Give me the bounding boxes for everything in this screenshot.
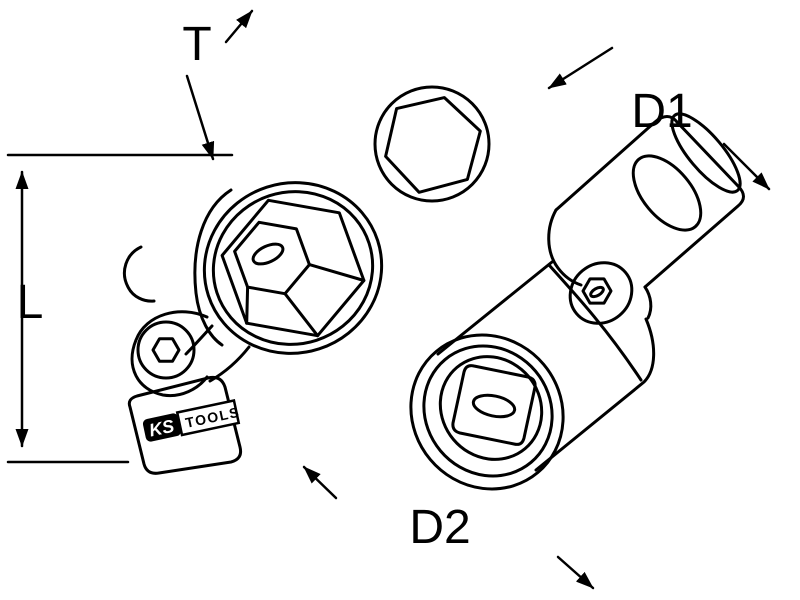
socket-face-chamfer: [422, 344, 554, 478]
dimension-lines: [6, 9, 771, 590]
pivot-hex-hole: [151, 337, 181, 363]
logo-tools-box: [175, 398, 241, 437]
socket-through-hole: [251, 242, 285, 266]
socket-outline-circle: [373, 85, 491, 203]
square-drive-opening: [451, 364, 537, 446]
joint-boss: [568, 261, 634, 325]
neck-line-lower: [208, 345, 251, 383]
joint-hex-hole: [581, 277, 613, 305]
clevis-left-ear: [547, 208, 583, 287]
socket-hex-profile: [384, 96, 482, 194]
clevis-outline: [554, 115, 745, 289]
socket-hex-recess-bottom: [233, 220, 311, 296]
barrel-edge-right: [534, 317, 656, 472]
dimension-label-t: T: [182, 18, 211, 71]
drive-pin-slot: [471, 393, 517, 419]
neck-line-upper: [184, 324, 214, 356]
d1-arrow-left: [547, 46, 614, 90]
t-arrow-bottom: [185, 74, 215, 161]
barrel-section-line: [547, 263, 643, 382]
right-view-universal-joint-socket: [409, 112, 745, 491]
pivot-circle: [136, 320, 196, 380]
socket-bore: [438, 355, 544, 461]
d1-arrow-right: [722, 142, 771, 191]
clevis-mouth-opening: [670, 112, 742, 194]
yoke-ear-upper-left: [123, 245, 156, 303]
d2-arrow-right: [556, 555, 595, 590]
logo-ks-box: [142, 413, 182, 442]
dimension-label-d2: D2: [409, 501, 470, 554]
socket-head-outer-rim: [202, 181, 384, 355]
drive-body: [127, 375, 243, 475]
socket-head-back-wall: [193, 188, 233, 347]
d2-arrow-left: [302, 465, 338, 500]
left-view-universal-joint-socket: [123, 181, 384, 475]
clevis-right-ear: [643, 285, 653, 320]
clevis-inner-opening: [631, 154, 703, 232]
socket-head-chamfer-ring: [211, 190, 375, 346]
top-view-hexagon: [373, 85, 491, 203]
dimension-label-l: L: [17, 276, 44, 329]
socket-hex-recess: [220, 198, 366, 338]
ks-tools-logo: KS TOOLS: [142, 398, 241, 442]
joint-pin-slot: [589, 285, 605, 299]
yoke-outline: [130, 310, 209, 398]
t-arrow-top: [224, 9, 254, 44]
socket-face-outer: [409, 333, 565, 491]
socket-hex-recess-walls: [245, 263, 366, 338]
